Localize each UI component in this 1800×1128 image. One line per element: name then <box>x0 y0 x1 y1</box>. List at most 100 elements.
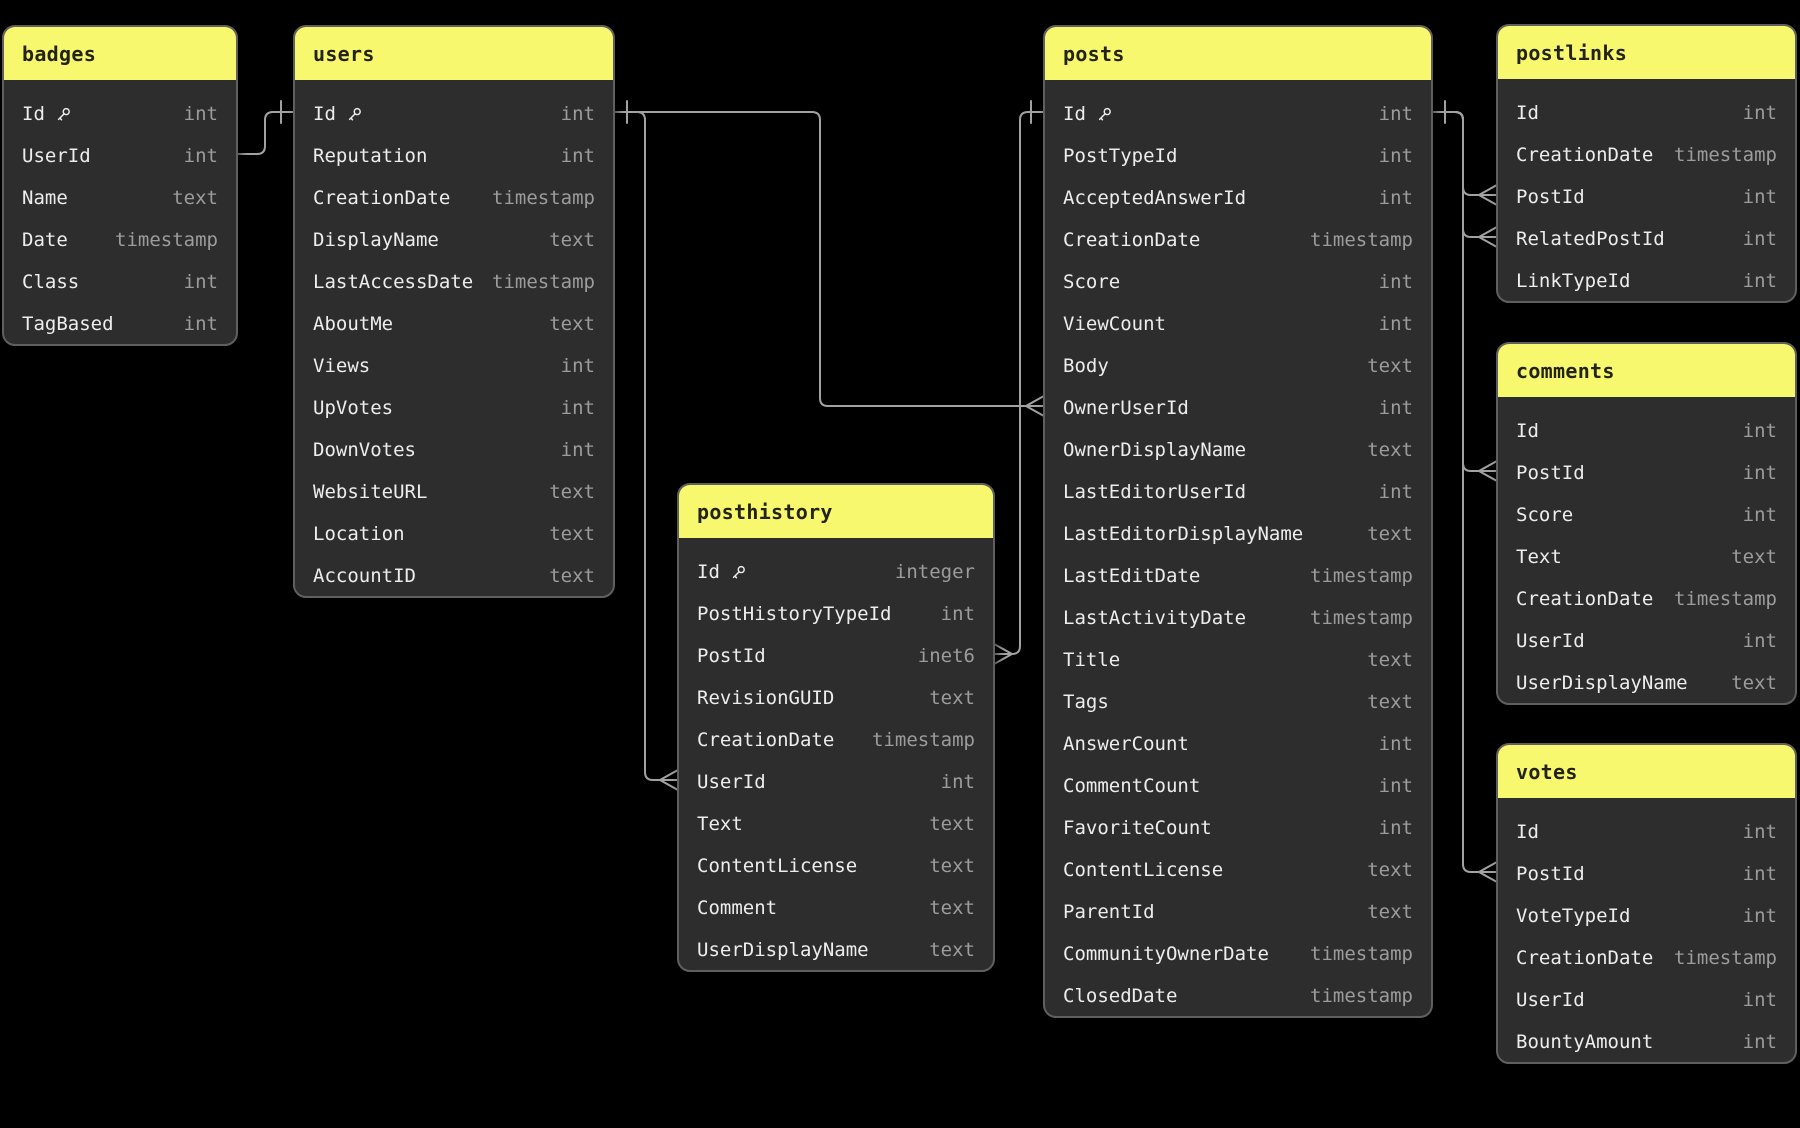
field-name: Reputation <box>313 145 428 167</box>
field-name-cell: ContentLicense <box>697 855 857 877</box>
field-name-cell: Id <box>1516 420 1539 442</box>
field-name-cell: OwnerUserId <box>1063 397 1189 419</box>
field-name: WebsiteURL <box>313 481 428 503</box>
relation-line[interactable] <box>1432 111 1480 238</box>
field-name: Location <box>313 523 405 545</box>
many-marker-icon[interactable] <box>994 643 1013 665</box>
relation-line[interactable] <box>614 111 661 781</box>
field-name: UserDisplayName <box>1516 672 1688 694</box>
field-type: int <box>1742 462 1777 484</box>
field-name: RevisionGUID <box>697 687 835 709</box>
field-type: int <box>183 145 218 167</box>
field-row: Class int <box>4 261 236 303</box>
field-name: CreationDate <box>1516 947 1654 969</box>
table-header[interactable]: posts <box>1045 27 1431 80</box>
relation-line[interactable] <box>1432 111 1480 196</box>
many-marker-icon[interactable] <box>1478 184 1497 206</box>
field-type: int <box>183 313 218 335</box>
field-type: int <box>1378 817 1413 839</box>
field-name-cell: UpVotes <box>313 397 393 419</box>
many-marker-icon[interactable] <box>1478 226 1497 248</box>
relation-line[interactable] <box>1432 111 1480 873</box>
many-marker-icon[interactable] <box>1025 395 1044 417</box>
many-marker-icon[interactable] <box>659 769 678 791</box>
field-type: text <box>1367 355 1413 377</box>
field-name-cell: Name <box>22 187 68 209</box>
field-name-cell: ContentLicense <box>1063 859 1223 881</box>
field-type: int <box>1378 271 1413 293</box>
field-name-cell: Id <box>1516 821 1539 843</box>
field-name: LastEditorUserId <box>1063 481 1247 503</box>
field-type: int <box>560 439 595 461</box>
field-name: AboutMe <box>313 313 394 335</box>
relation-line[interactable] <box>237 111 294 155</box>
table-title: badges <box>22 41 97 66</box>
field-name: Views <box>313 355 371 377</box>
table-header[interactable]: comments <box>1498 344 1795 397</box>
table-header[interactable]: users <box>295 27 613 80</box>
field-name-cell: ClosedDate <box>1063 985 1177 1007</box>
field-type: int <box>1378 313 1413 335</box>
field-name-cell: PostId <box>1516 863 1585 885</box>
field-type: text <box>1367 901 1413 923</box>
field-type: int <box>1378 733 1413 755</box>
field-name: OwnerUserId <box>1063 397 1189 419</box>
primary-key-icon <box>730 564 747 581</box>
field-name-cell: RelatedPostId <box>1516 228 1665 250</box>
field-name: Class <box>22 271 80 293</box>
field-name: DownVotes <box>313 439 416 461</box>
field-name-cell: TagBased <box>22 313 114 335</box>
relation-line[interactable] <box>1011 111 1044 655</box>
relation-line[interactable] <box>1432 111 1480 472</box>
field-type: timestamp <box>1310 229 1413 251</box>
field-name: Tags <box>1063 691 1109 713</box>
field-name: UpVotes <box>313 397 394 419</box>
many-marker-icon[interactable] <box>1478 460 1497 482</box>
field-name-cell: PostId <box>1516 462 1585 484</box>
field-name-cell: UserId <box>1516 630 1585 652</box>
field-type: int <box>183 271 218 293</box>
table-header[interactable]: badges <box>4 27 236 80</box>
field-type: text <box>929 813 975 835</box>
field-type: text <box>929 687 975 709</box>
field-type: timestamp <box>872 729 975 751</box>
field-name-cell: Class <box>22 271 79 293</box>
table-header[interactable]: postlinks <box>1498 26 1795 79</box>
field-name: CreationDate <box>1516 588 1654 610</box>
table-header[interactable]: votes <box>1498 745 1795 798</box>
field-type: text <box>1367 649 1413 671</box>
table-header[interactable]: posthistory <box>679 485 993 538</box>
field-name: AccountID <box>313 565 416 587</box>
many-marker-icon[interactable] <box>1478 861 1497 883</box>
relation-line[interactable] <box>614 111 1027 407</box>
field-type: timestamp <box>1310 943 1413 965</box>
field-name: LastActivityDate <box>1063 607 1247 629</box>
field-name-cell: AccountID <box>313 565 416 587</box>
field-name: AcceptedAnswerId <box>1063 187 1247 209</box>
field-name: LastEditDate <box>1063 565 1201 587</box>
field-name: ClosedDate <box>1063 985 1178 1007</box>
